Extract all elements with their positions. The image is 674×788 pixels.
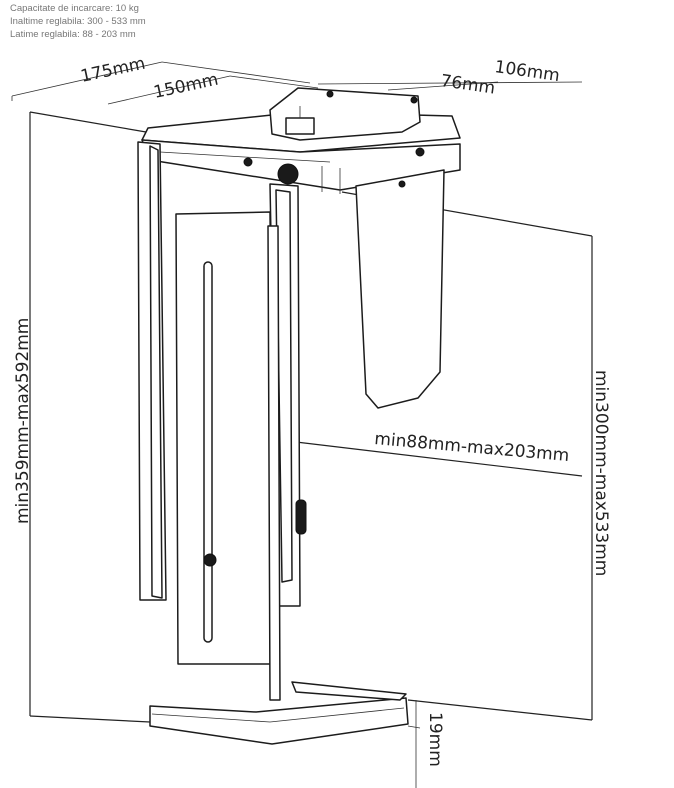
dim-top-depth: 175mm <box>79 54 147 87</box>
spec-load-capacity: Capacitate de incarcare: 10 kg <box>10 3 139 14</box>
dim-top-width: 106mm <box>493 57 561 86</box>
desk-outline <box>29 111 593 723</box>
side-swing-panel <box>355 169 445 409</box>
dim-top-inner-depth: 150mm <box>152 70 220 103</box>
vertical-frame <box>137 141 307 701</box>
dim-width-range: min88mm-max203mm <box>374 429 571 466</box>
base-tray <box>149 681 421 788</box>
spec-adjustable-height: Inaltime reglabila: 300 - 533 mm <box>10 16 146 27</box>
specifications-block: Capacitate de incarcare: 10 kg Inaltime … <box>10 2 146 41</box>
dim-top-inner-width: 76mm <box>439 71 496 98</box>
top-dimension-lines <box>11 61 583 105</box>
spec-adjustable-width: Latime reglabila: 88 - 203 mm <box>10 29 136 40</box>
dim-height-range: min300mm-max533mm <box>591 370 611 576</box>
dim-total-height: min359mm-max592mm <box>13 318 33 524</box>
dim-base-height: 19mm <box>425 712 445 767</box>
